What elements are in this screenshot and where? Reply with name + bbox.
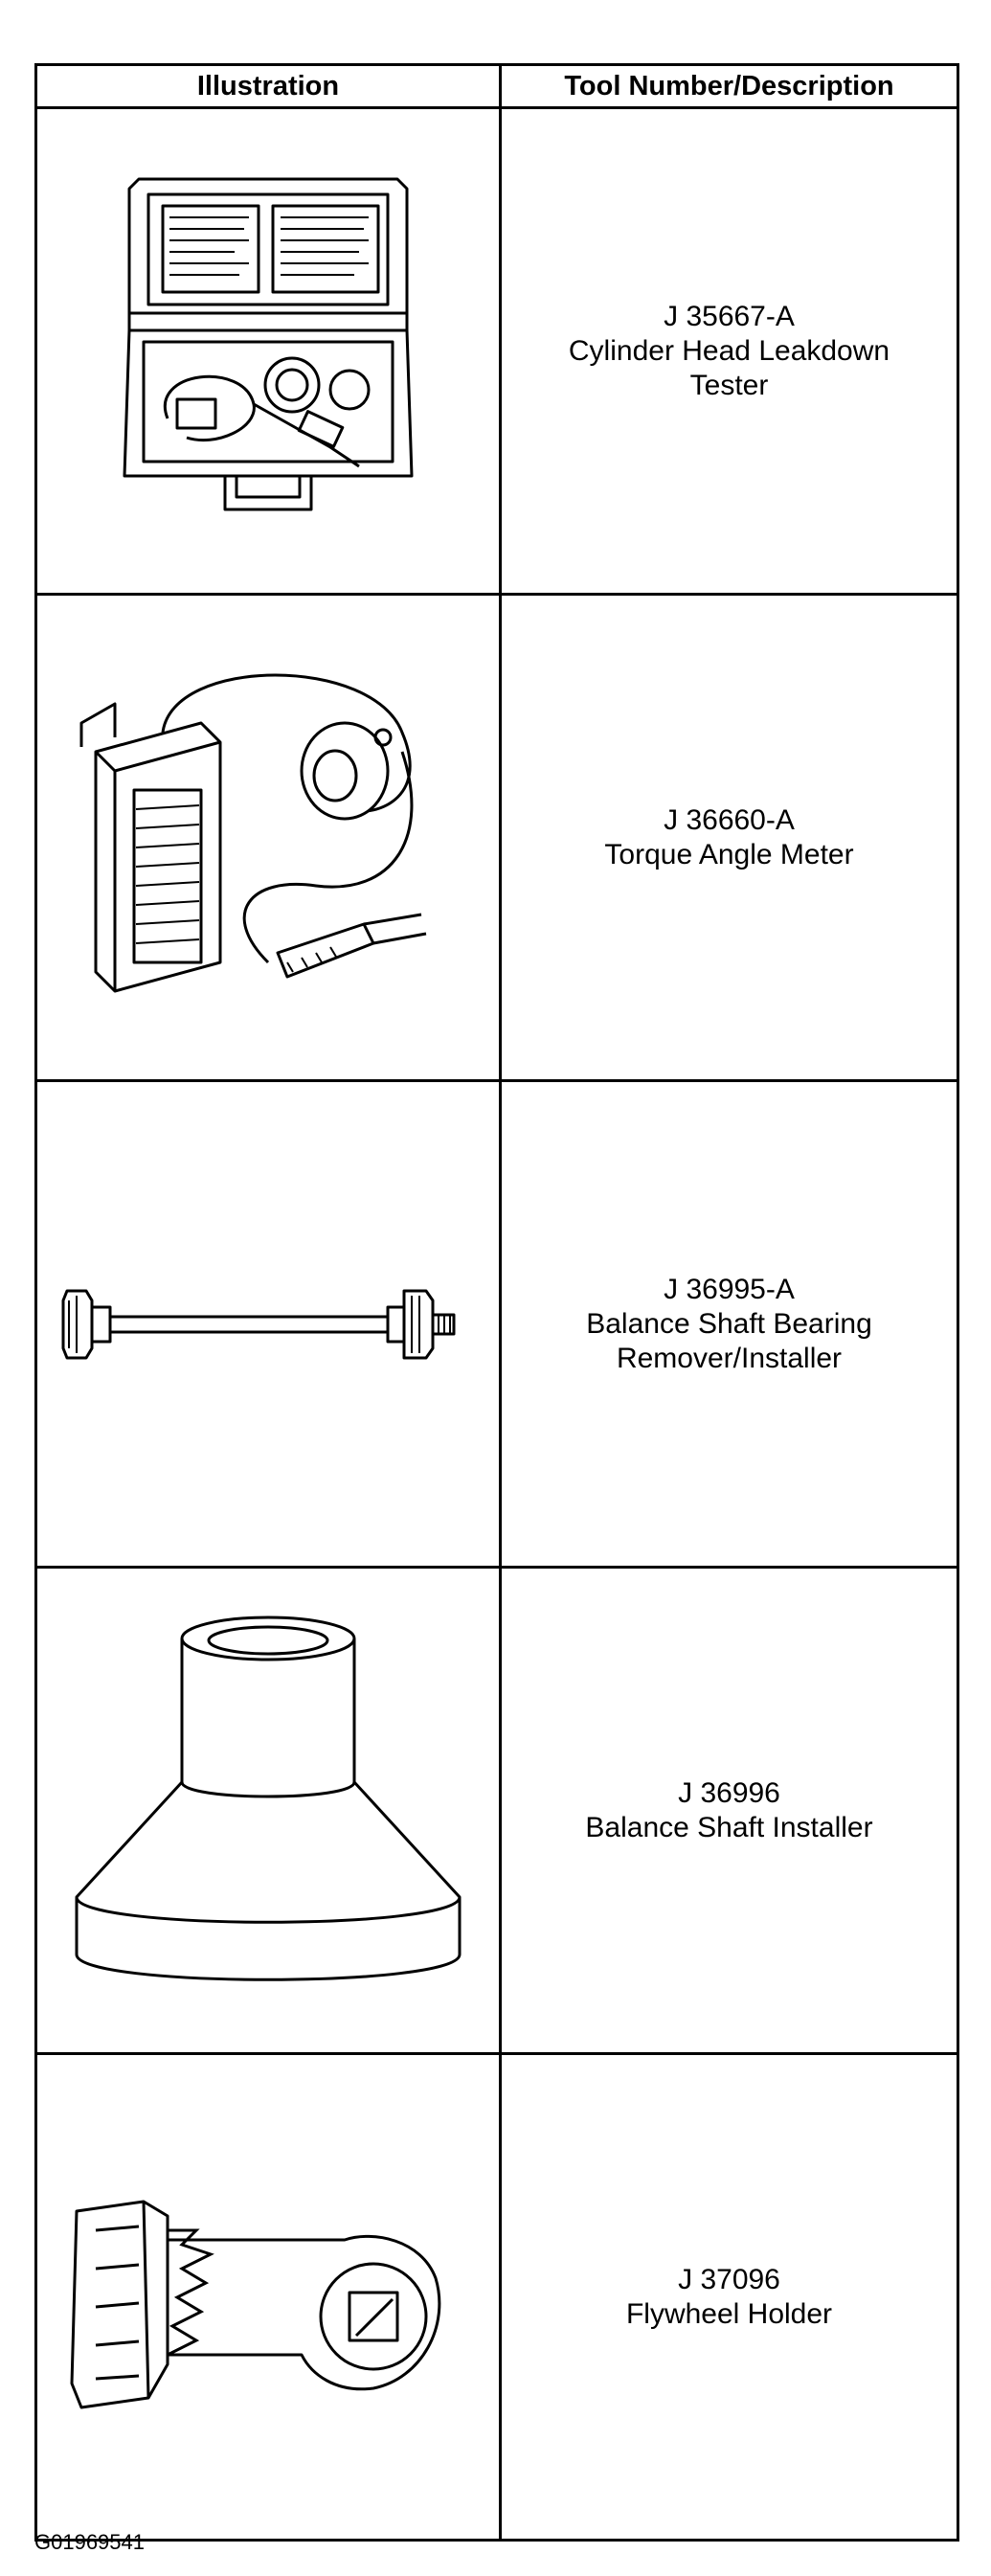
description-cell: J 36660-A Torque Angle Meter — [499, 593, 959, 1082]
illustration-cell — [34, 2052, 502, 2542]
illustration-cell — [34, 106, 502, 596]
special-tools-table: Illustration Tool Number/Description — [34, 63, 959, 2542]
tool-number: J 36996 — [678, 1776, 780, 1809]
bearing-remover-installer-icon — [61, 1289, 456, 1359]
tool-number: J 37096 — [678, 2263, 780, 2295]
description-cell: J 37096 Flywheel Holder — [499, 2052, 959, 2542]
torque-angle-meter-icon — [79, 673, 427, 992]
illustration-cell — [34, 1566, 502, 2055]
tool-name: Balance Shaft Bearing Remover/Installer — [586, 1307, 872, 1374]
illustration-cell — [34, 1079, 502, 1569]
description-cell: J 36995-A Balance Shaft Bearing Remover/… — [499, 1079, 959, 1569]
tool-name: Flywheel Holder — [625, 2297, 833, 2330]
flywheel-holder-icon — [70, 2200, 441, 2408]
tool-name: Cylinder Head Leakdown Tester — [568, 334, 890, 401]
leakdown-tester-kit-icon — [123, 177, 414, 510]
table-row: J 36660-A Torque Angle Meter — [34, 593, 959, 1082]
table-row: J 37096 Flywheel Holder — [34, 2052, 959, 2542]
illustration-cell — [34, 593, 502, 1082]
tool-number: J 36995-A — [664, 1273, 795, 1305]
figure-code: G01969541 — [34, 2530, 145, 2554]
tool-name: Balance Shaft Installer — [585, 1811, 873, 1843]
tool-name: Torque Angle Meter — [604, 838, 854, 870]
table-row: J 36995-A Balance Shaft Bearing Remover/… — [34, 1079, 959, 1569]
table-header-row: Illustration Tool Number/Description — [34, 63, 959, 109]
description-cell: J 35667-A Cylinder Head Leakdown Tester — [499, 106, 959, 596]
tool-number: J 36660-A — [664, 803, 795, 836]
description-cell: J 36996 Balance Shaft Installer — [499, 1566, 959, 2055]
tool-number: J 35667-A — [664, 300, 795, 332]
column-header-tool-description: Tool Number/Description — [499, 63, 959, 109]
balance-shaft-installer-icon — [75, 1616, 462, 1981]
table-row: J 36996 Balance Shaft Installer — [34, 1566, 959, 2055]
column-header-illustration: Illustration — [34, 63, 502, 109]
table-row: J 35667-A Cylinder Head Leakdown Tester — [34, 106, 959, 596]
